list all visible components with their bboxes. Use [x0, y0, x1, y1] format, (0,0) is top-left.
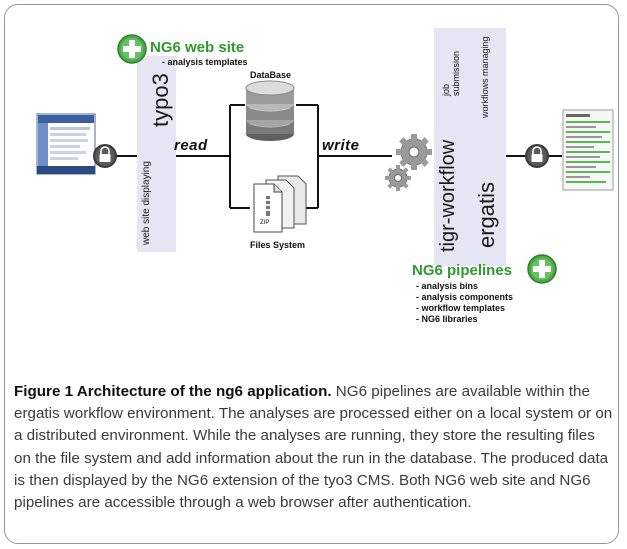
padlock-icon — [93, 144, 117, 168]
submission-label: submission — [451, 50, 461, 96]
site-title: NG6 web site — [150, 39, 245, 56]
caption-label: Figure 1 Architecture of the ng6 applica… — [14, 383, 332, 400]
padlock-icon — [525, 144, 549, 168]
pipelines-item: - workflow templates — [416, 303, 506, 313]
green-plus-badge-icon — [117, 34, 147, 64]
tigr-workflow-label: tigr-workflow — [437, 139, 459, 252]
green-plus-badge-icon — [527, 254, 557, 284]
typo3-label: typo3 — [148, 73, 173, 127]
ergatis-label: ergatis — [474, 181, 499, 248]
workflows-managing-label: workflows managing — [480, 36, 490, 118]
figure-caption: Figure 1 Architecture of the ng6 applica… — [14, 381, 614, 514]
files-system-label: Files System — [250, 240, 306, 250]
ergatis-band — [470, 28, 506, 266]
typo3-band — [137, 56, 176, 252]
pipelines-item: - NG6 libraries — [416, 314, 478, 324]
database-cylinder-icon — [245, 80, 295, 141]
zip-label: ZIP — [260, 220, 270, 226]
pipelines-item: - analysis bins — [416, 281, 479, 291]
job-label: job — [441, 83, 451, 96]
architecture-diagram — [36, 34, 614, 284]
stacked-documents-icon — [253, 175, 307, 233]
pipelines-title: NG6 pipelines — [412, 262, 513, 279]
web-site-displaying-label: web site displaying — [141, 161, 152, 245]
pipelines-item: - analysis components — [416, 292, 514, 302]
pipelines-items: - analysis bins - analysis components - … — [416, 281, 513, 325]
caption-text: NG6 pipelines are available within the e… — [14, 383, 613, 512]
figure-frame — [4, 4, 619, 544]
report-document-icon — [562, 109, 614, 191]
connection-lines — [110, 104, 562, 209]
site-items: - analysis templates — [162, 57, 248, 68]
write-label: write — [322, 137, 360, 154]
site-item: - analysis templates — [162, 57, 248, 67]
gears-icon — [385, 134, 432, 191]
read-label: read — [174, 137, 208, 154]
database-label: DataBase — [250, 70, 292, 80]
tigr-workflow-band — [434, 28, 470, 266]
browser-screenshot-icon — [36, 113, 96, 175]
